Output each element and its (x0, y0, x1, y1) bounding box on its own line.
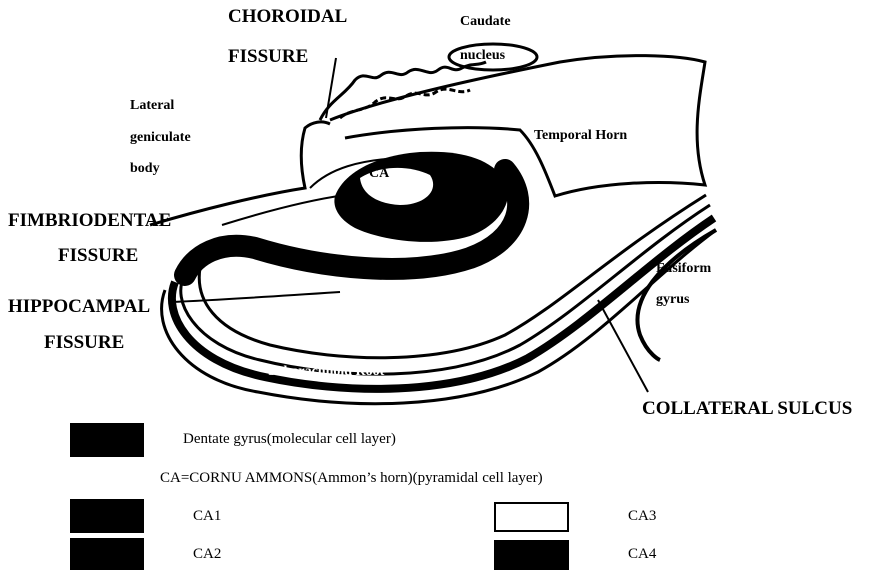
legend-ca3: CA3 (628, 508, 656, 525)
hippocampal-leader (170, 292, 340, 302)
legend-dentate: Dentate gyrus(molecular cell layer) (183, 431, 396, 448)
label-collateral-sulcus: COLLATERAL SULCUS (642, 398, 852, 420)
legend-swatch-dentate (70, 423, 144, 457)
label-hippocampal-fissure: FISSURE (44, 332, 124, 354)
label-lateral: Lateral (130, 98, 174, 114)
label-geniculate: geniculate (130, 130, 191, 146)
label-temporal-horn: Temporal Horn (534, 128, 627, 144)
choroid-plexus-inner (340, 89, 470, 118)
label-caudate: Caudate (460, 14, 511, 30)
label-fusiform: Fusiform (656, 261, 711, 277)
collateral-leader (598, 300, 648, 392)
legend-swatch-ca1 (70, 499, 144, 533)
label-ca-inner: CA (369, 166, 389, 182)
legend-swatch-ca3 (494, 502, 569, 532)
label-choroidal: CHOROIDAL (228, 6, 347, 28)
legend-ca1: CA1 (193, 508, 221, 525)
label-fimbriodentae-fissure: FISSURE (58, 245, 138, 267)
label-fusiform-gyrus: gyrus (656, 292, 689, 308)
label-subarachnoid: Subarachnoid Root (268, 364, 384, 380)
label-choroidal-fissure: FISSURE (228, 46, 308, 68)
legend-swatch-ca4 (494, 540, 569, 570)
legend-swatch-ca2 (70, 538, 144, 570)
legend-ca2: CA2 (193, 546, 221, 563)
label-caudate-nucleus: nucleus (460, 48, 505, 64)
label-fimbriodentae: FIMBRIODENTAE (8, 210, 171, 232)
legend-ca-definition: CA=CORNU AMMONS(Ammon’s horn)(pyramidal … (160, 470, 543, 487)
label-hippocampal: HIPPOCAMPAL (8, 296, 150, 318)
legend-ca4: CA4 (628, 546, 656, 563)
label-body: body (130, 161, 160, 177)
